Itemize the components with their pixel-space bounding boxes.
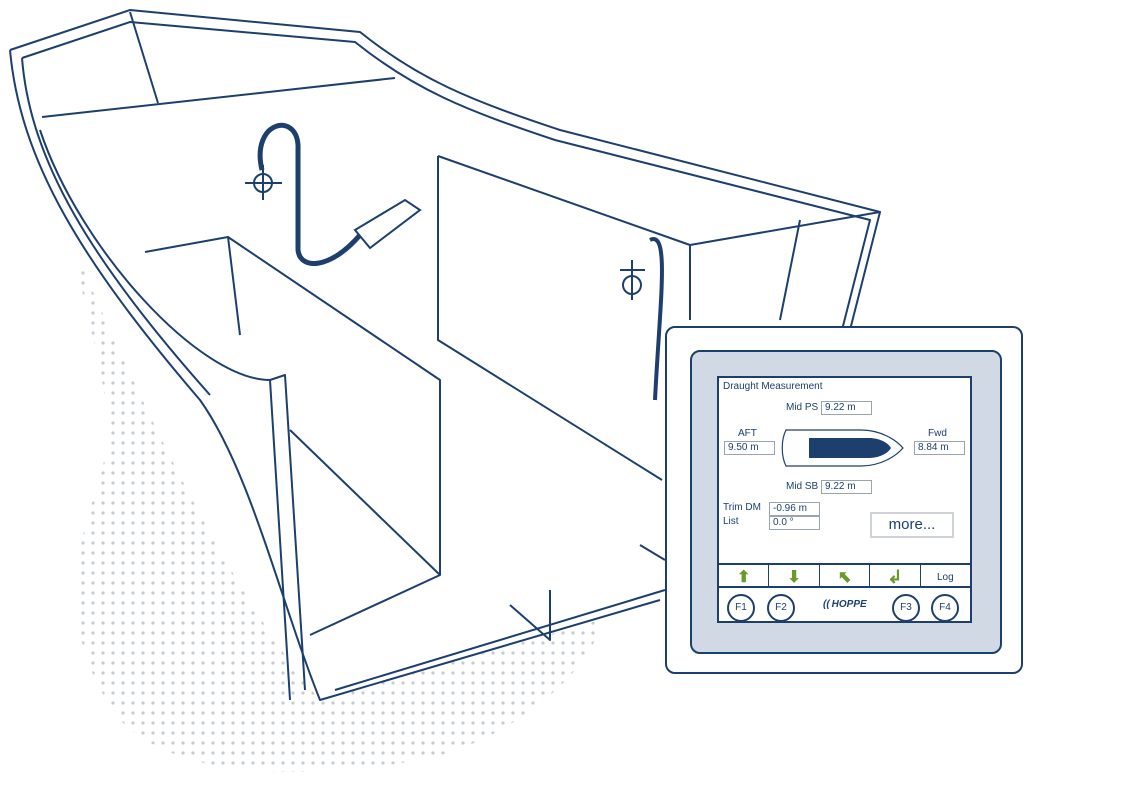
aft-label: AFT [738,428,757,439]
mid-sb-label: Mid SB [786,481,819,492]
list-label: List [723,516,739,527]
f1-button[interactable]: F1 [727,594,755,622]
arrow-up-left-icon: ⬉ [837,569,852,586]
mid-ps-value: 9.22 m [821,401,872,415]
softkey-raise[interactable]: ⬆ [719,565,770,589]
softkey-lower[interactable]: ⬇ [769,565,820,589]
trim-label: Trim DM [723,502,761,513]
arrow-up-icon: ⬆ [737,569,751,586]
trim-value: -0.96 m [769,502,820,516]
aft-value: 9.50 m [724,441,775,455]
sensor-icon [245,165,645,300]
softkey-log[interactable]: Log [921,565,970,589]
dot-pattern [75,250,600,772]
display-screen: Draught Measurement Mid PS 9.22 m AFT 9.… [717,376,972,591]
softkey-bar: ⬆ ⬇ ⬉ ↲ Log [719,563,970,589]
mid-ps-label: Mid PS [786,402,819,413]
fwd-value: 8.84 m [914,441,965,455]
draught-display-device: Draught Measurement Mid PS 9.22 m AFT 9.… [665,326,1023,674]
enter-icon: ↲ [887,566,903,587]
fwd-label: Fwd [928,428,947,439]
ship-icon [781,429,904,467]
list-value: 0.0 ° [769,516,820,530]
sensor-cable [257,122,362,266]
arrow-down-icon: ⬇ [787,569,801,586]
log-label: Log [936,571,954,583]
softkey-enter[interactable]: ↲ [870,565,921,589]
f3-button[interactable]: F3 [892,594,920,622]
hull-outer [9,9,881,701]
brand-name: HOPPE [831,599,867,610]
logo-swoosh-icon: (( [823,599,830,610]
mid-sb-value: 9.22 m [821,480,872,494]
f2-button[interactable]: F2 [767,594,795,622]
function-key-bar: F1 F2 ((HOPPE F3 F4 [717,586,972,623]
screen-title: Draught Measurement [723,381,823,392]
softkey-back[interactable]: ⬉ [820,565,871,589]
f4-button[interactable]: F4 [931,594,959,622]
hoppe-logo: ((HOPPE [823,599,867,610]
more-button[interactable]: more... [870,512,954,538]
